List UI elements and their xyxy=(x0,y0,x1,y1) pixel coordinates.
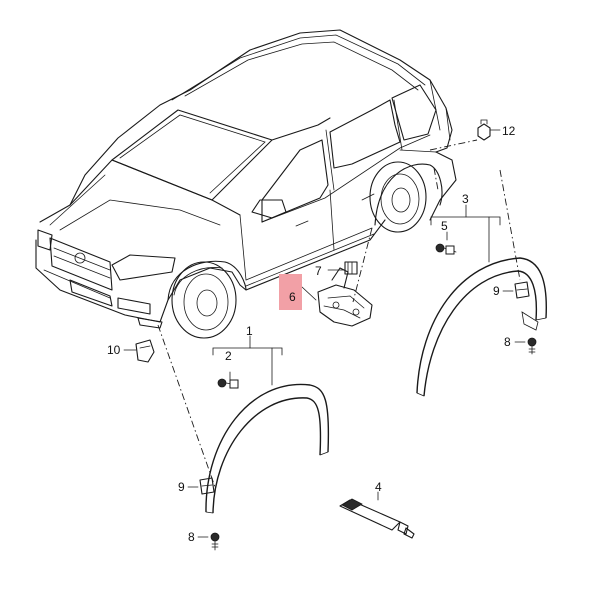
callout-1: 1 xyxy=(246,324,253,338)
callout-6: 6 xyxy=(289,290,296,304)
screw-part-8-front xyxy=(197,532,220,551)
vehicle-illustration xyxy=(35,29,457,339)
rear-arch-moulding xyxy=(416,204,547,397)
leader-lines xyxy=(157,139,521,488)
clip-part-10 xyxy=(123,339,155,363)
callout-5: 5 xyxy=(441,219,448,233)
callout-4: 4 xyxy=(375,480,382,494)
callout-12: 12 xyxy=(502,124,516,138)
callout-3: 3 xyxy=(462,192,469,206)
rivet-part-12 xyxy=(477,119,501,141)
clip-part-9-rear xyxy=(502,281,530,299)
callout-8-rear: 8 xyxy=(504,335,511,349)
clip-part-9-front xyxy=(187,477,215,495)
adhesive-tube-part-4 xyxy=(339,491,415,539)
callout-10: 10 xyxy=(107,343,121,357)
callout-9-rear: 9 xyxy=(493,284,500,298)
callout-2: 2 xyxy=(225,349,232,363)
bracket-part-6 xyxy=(301,261,373,327)
highlight-part-6[interactable]: 6 xyxy=(279,274,302,310)
callout-9-front: 9 xyxy=(178,480,185,494)
screw-part-8-rear xyxy=(514,337,537,355)
callout-8-front: 8 xyxy=(188,530,195,544)
front-arch-moulding xyxy=(205,335,330,514)
callout-7: 7 xyxy=(315,264,322,278)
